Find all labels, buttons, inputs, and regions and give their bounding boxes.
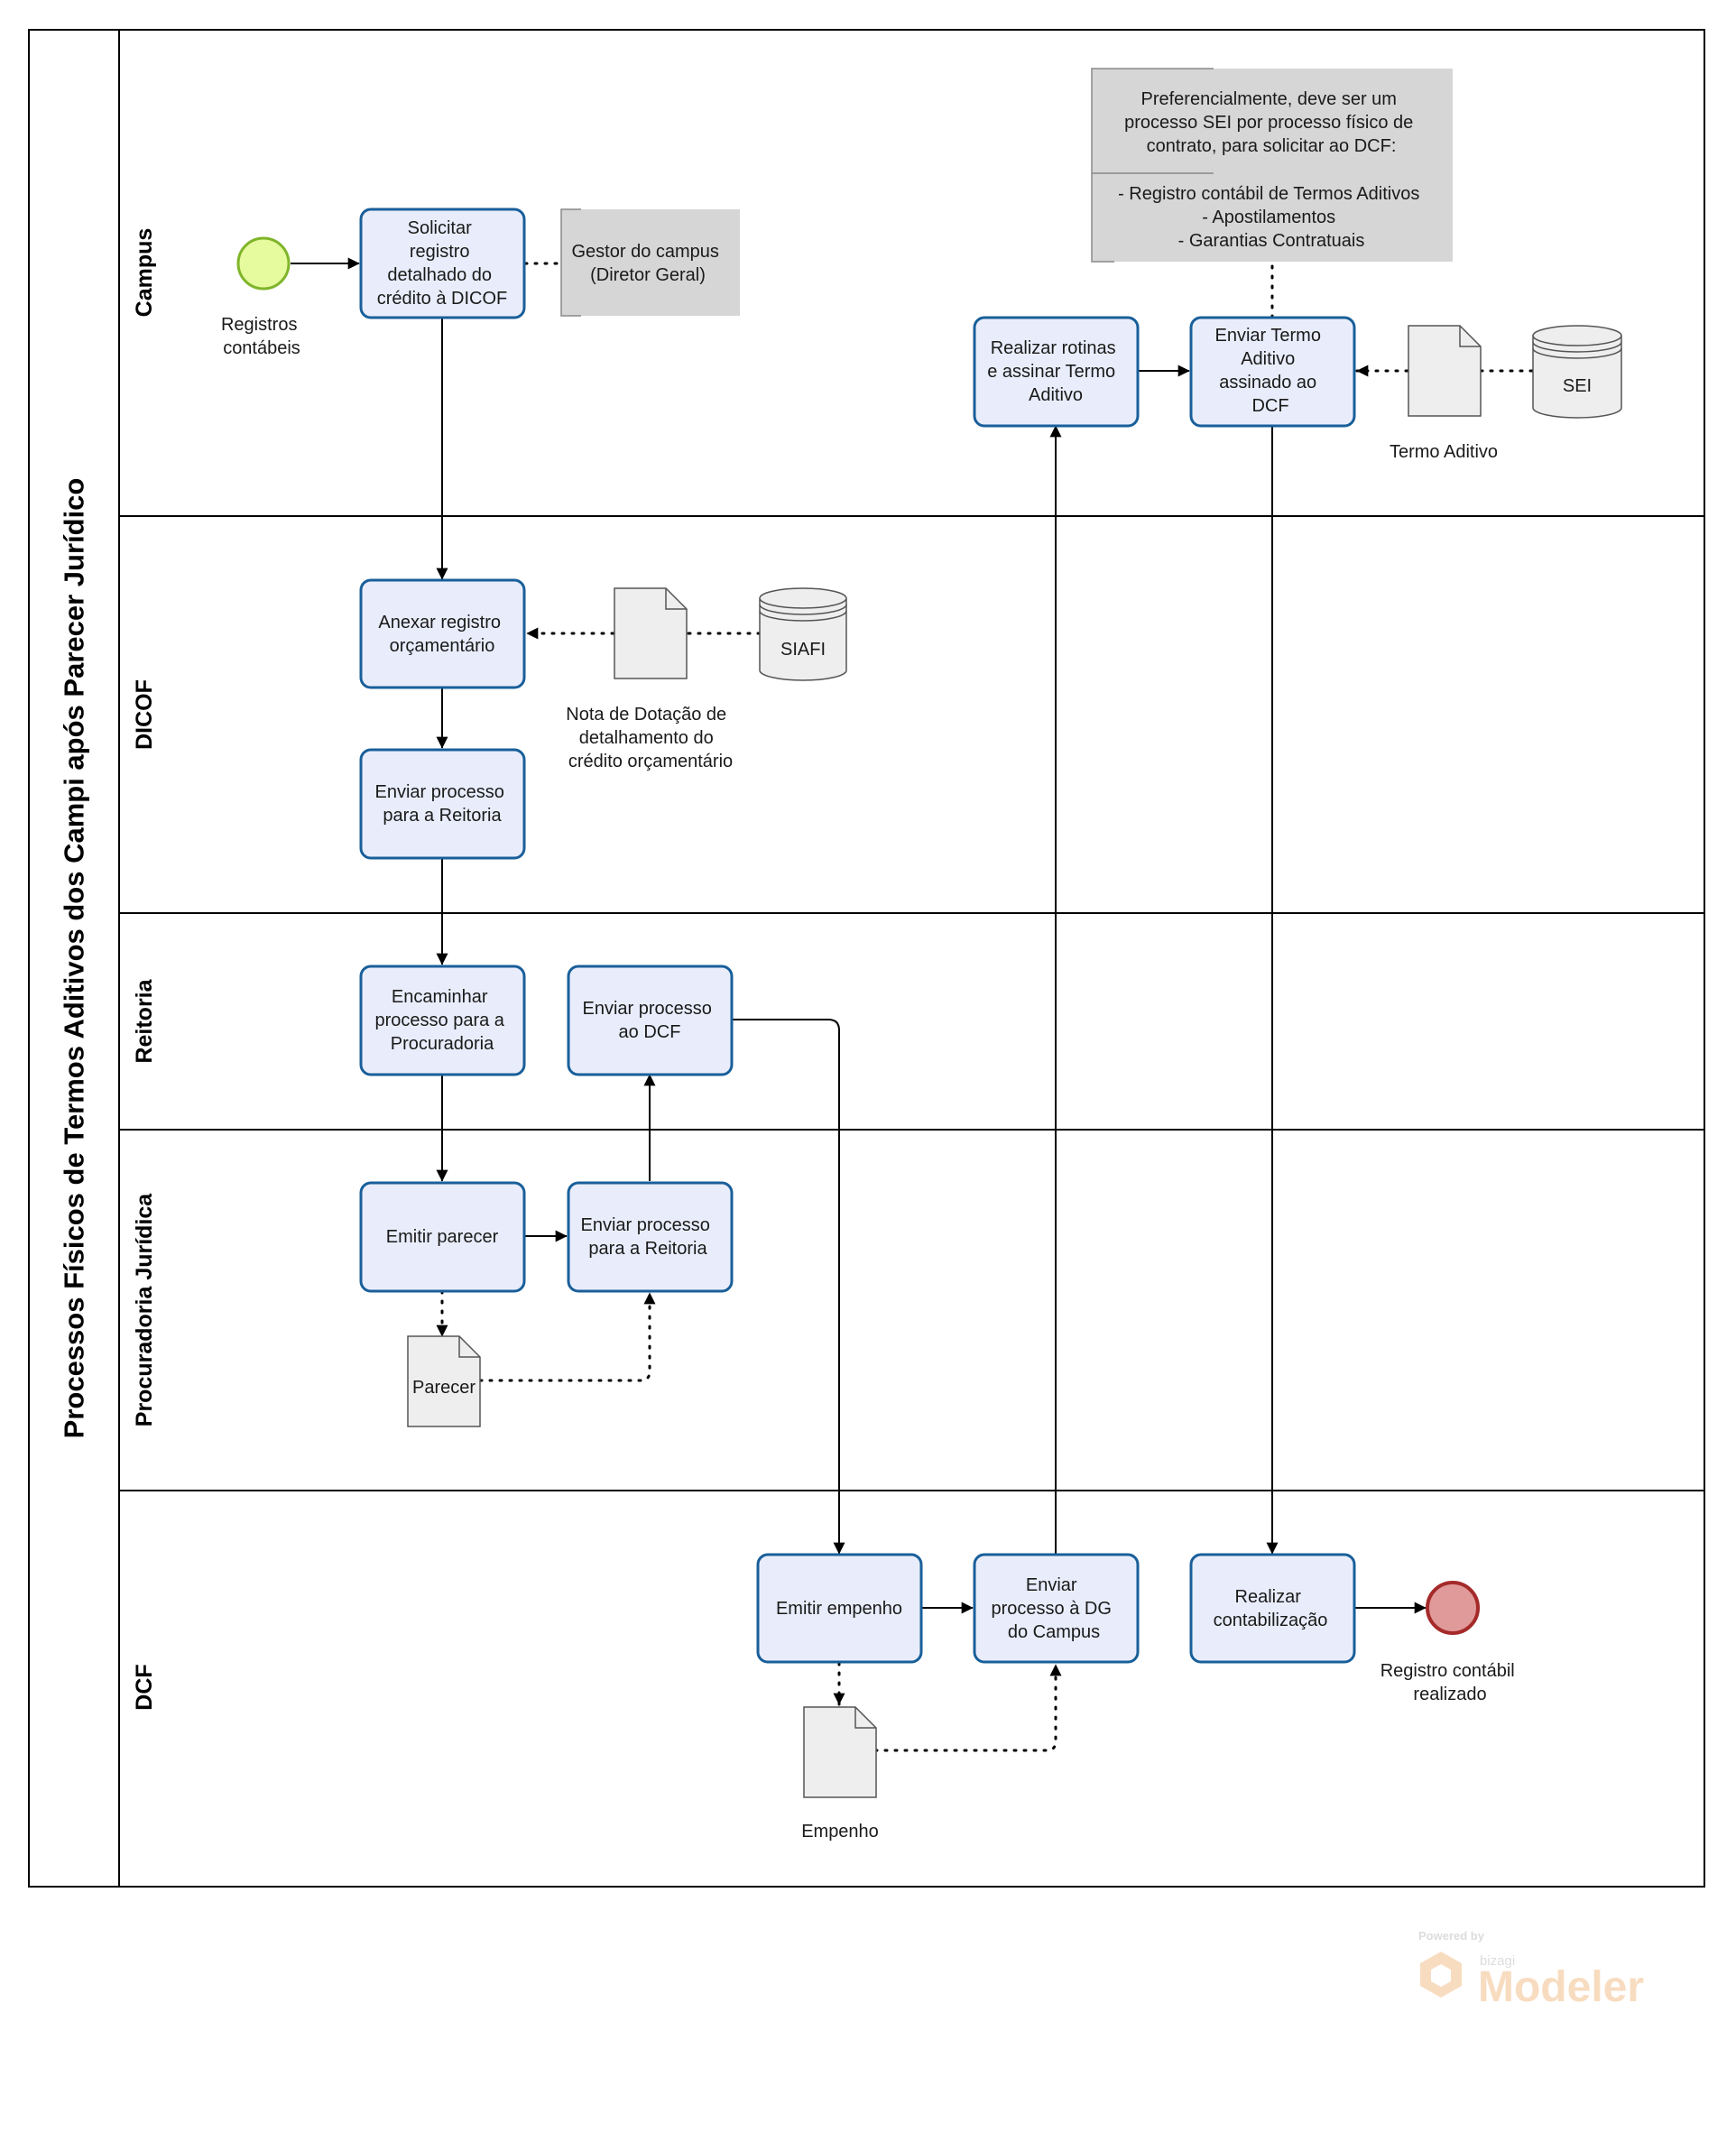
svg-text:Emitir empenho: Emitir empenho	[776, 1599, 902, 1619]
data-object-termo-aditivo[interactable]	[1408, 325, 1482, 417]
data-store-sei-label: SEI	[1563, 376, 1592, 396]
task-enviar-processo-reitoria-proc[interactable]: Enviar processo para a Reitoria	[567, 1181, 734, 1293]
task-solicitar-registro[interactable]: Solicitar registro detalhado do crédito …	[359, 208, 526, 319]
sequence-flows	[291, 257, 1427, 1614]
pool-title: Processos Físicos de Termos Aditivos dos…	[59, 478, 90, 1439]
task-enviar-processo-dg[interactable]: Enviar processo à DG do Campus	[973, 1553, 1140, 1664]
lane-labels: Campus DICOF Reitoria Procuradoria Juríd…	[132, 228, 157, 1711]
data-store-siafi[interactable]: SIAFI	[759, 587, 847, 681]
data-object-empenho[interactable]	[803, 1706, 877, 1798]
data-object-parecer-label: Parecer	[412, 1378, 476, 1398]
task-encaminhar-procuradoria[interactable]: Encaminhar processo para a Procuradoria	[359, 965, 526, 1076]
assoc-parecer-to-enviar	[478, 1291, 656, 1382]
lane-reitoria-label: Reitoria	[132, 978, 157, 1063]
watermark-product: Modeler	[1478, 1963, 1644, 2011]
task-enviar-termo-aditivo[interactable]: Enviar Termo Aditivo assinado ao DCF	[1189, 316, 1356, 428]
svg-text:Anexar registro orçament: Anexar registro orçamentário	[378, 613, 505, 656]
watermark-brand: bizagi	[1480, 1953, 1515, 1969]
annotation-preferencialmente: Preferencialmente, deve ser um processo …	[1091, 68, 1453, 263]
svg-text:Preferencialmente, deve ser um: Preferencialmente, deve ser um processo …	[1124, 89, 1418, 156]
data-object-parecer[interactable]: Parecer	[407, 1335, 481, 1427]
task-enviar-processo-dcf[interactable]: Enviar processo ao DCF	[567, 965, 734, 1076]
data-store-siafi-label: SIAFI	[780, 640, 826, 660]
data-object-empenho-label: Empenho	[801, 1822, 879, 1842]
start-event-label: Registros contábeis	[221, 315, 302, 358]
assoc-empenho-to-dg	[873, 1663, 1062, 1752]
task-anexar-registro[interactable]: Anexar registro orçamentário	[359, 578, 526, 689]
task-emitir-empenho[interactable]: Emitir empenho	[756, 1553, 923, 1664]
data-store-sei[interactable]: SEI	[1532, 325, 1622, 419]
associations	[436, 260, 1534, 1752]
bizagi-logo-icon	[1420, 1952, 1462, 1998]
end-event-label: Registro contábil realizado	[1380, 1661, 1520, 1704]
end-event[interactable]	[1426, 1581, 1480, 1635]
svg-text:Gestor do campus (Direto: Gestor do campus (Diretor Geral)	[572, 242, 725, 285]
svg-text:Enviar processo ao DCF: Enviar processo ao DCF	[583, 999, 717, 1042]
svg-text:- Registro contábil de Termos: - Registro contábil de Termos Aditivos -…	[1118, 184, 1425, 251]
task-realizar-rotinas[interactable]: Realizar rotinas e assinar Termo Aditivo	[973, 316, 1140, 428]
lane-procuradoria-label: Procuradoria Jurídica	[132, 1193, 157, 1427]
task-enviar-processo-reitoria-dicof[interactable]: Enviar processo para a Reitoria	[359, 748, 526, 860]
bizagi-watermark: Powered by bizagi Modeler	[1418, 1929, 1644, 2011]
data-object-nota-label: Nota de Dotação de detalhamento do crédi…	[566, 705, 733, 771]
lane-dcf-label: DCF	[132, 1664, 157, 1710]
data-object-termo-label: Termo Aditivo	[1390, 442, 1498, 462]
svg-text:Realizar rotinas e assin: Realizar rotinas e assinar Termo Aditivo	[987, 338, 1121, 405]
svg-text:Realizar contabilização: Realizar contabilização	[1214, 1587, 1328, 1630]
svg-text:Solicitar registro: Solicitar registro detalhado do crédito …	[377, 218, 507, 309]
annotation-gestor-campus: Gestor do campus (Diretor Geral)	[560, 208, 740, 317]
svg-text:Emitir parecer: Emitir parecer	[386, 1227, 499, 1247]
svg-text:Enviar processo para a R: Enviar processo para a Reitoria	[375, 782, 510, 826]
data-object-nota-dotacao[interactable]	[614, 587, 688, 679]
start-event[interactable]	[236, 236, 291, 291]
lane-dicof-label: DICOF	[132, 679, 157, 750]
svg-text:Enviar Termo Aditivo: Enviar Termo Aditivo assinado ao DCF	[1214, 326, 1325, 416]
watermark-powered-by: Powered by	[1418, 1929, 1485, 1943]
task-realizar-contabilizacao[interactable]: Realizar contabilização	[1189, 1553, 1356, 1664]
svg-text:Enviar processo para a R: Enviar processo para a Reitoria	[581, 1215, 716, 1259]
lane-campus-label: Campus	[132, 228, 157, 318]
svg-text:Encaminhar processo para: Encaminhar processo para a Procuradoria	[375, 987, 510, 1054]
task-emitir-parecer[interactable]: Emitir parecer	[359, 1181, 526, 1293]
svg-text:Enviar processo à DG: Enviar processo à DG do Campus	[992, 1575, 1117, 1642]
flow-enviar-dcf-to-empenho	[733, 1019, 845, 1555]
